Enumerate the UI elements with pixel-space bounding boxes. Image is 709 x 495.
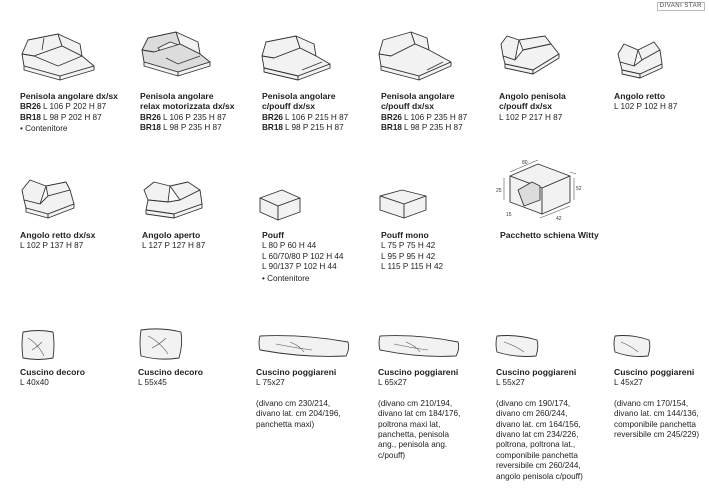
angolo-aperto-illustration xyxy=(143,181,203,219)
pouff-mono-illustration xyxy=(379,189,427,219)
brand-logo: DIVANI STAR xyxy=(656,2,705,11)
item-note: • Contenitore xyxy=(262,273,310,283)
dimension-row: L 102 P 102 H 87 xyxy=(614,102,678,112)
witty-dim-left: 25 xyxy=(496,188,502,194)
dimension-row: L 90/137 P 102 H 44 xyxy=(262,262,337,272)
angolo-retto-dxsx-illustration xyxy=(21,179,75,219)
item-angolo-penisola: Angolo penisola c/pouff dx/sx L 102 P 21… xyxy=(499,91,617,123)
dimension-row: L 102 P 137 H 87 xyxy=(20,241,84,251)
dimension-row: L 102 P 217 H 87 xyxy=(499,112,563,122)
item-title: Penisola angolare c/pouff dx/sx xyxy=(262,91,336,112)
item-cuscino-decoro-40: Cuscino decoro L 40x40 xyxy=(20,367,138,389)
penisola-pouff-long-illustration xyxy=(378,31,452,81)
item-cuscino-poggiareni-75: Cuscino poggiareni L 75x27 (divano cm 23… xyxy=(256,367,374,430)
pouff-illustration xyxy=(259,189,301,221)
cuscino-decoro-55-illustration xyxy=(139,328,183,360)
dimension-row: L 55x27 xyxy=(496,378,525,388)
item-title: Angolo penisola c/pouff dx/sx xyxy=(499,91,566,112)
item-angolo-retto-dxsx: Angolo retto dx/sx L 102 P 137 H 87 xyxy=(20,230,138,252)
witty-dim-small: 15 xyxy=(506,212,512,218)
dimension-row: L 40x40 xyxy=(20,378,49,388)
item-title: Cuscino decoro xyxy=(138,367,203,377)
item-penisola-relax: Penisola angolare relax motorizzata dx/s… xyxy=(140,91,258,134)
dimension-row: L 80 P 60 H 44 xyxy=(262,241,317,251)
witty-dim-top: 80 xyxy=(522,160,528,166)
item-title: Cuscino decoro xyxy=(20,367,85,377)
item-title: Pacchetto schiena Witty xyxy=(500,230,599,240)
item-angolo-retto: Angolo retto L 102 P 102 H 87 xyxy=(614,91,709,113)
cuscino-poggiareni-75-illustration xyxy=(258,335,350,357)
item-cuscino-poggiareni-45: Cuscino poggiareni L 45x27 (divano cm 17… xyxy=(614,367,709,440)
pacchetto-schiena-diagram: 80 52 25 42 15 xyxy=(496,159,582,222)
dimension-row: L 95 P 95 H 42 xyxy=(381,251,436,261)
dimension-row: L 75x27 xyxy=(256,378,285,388)
item-title: Penisola angolare dx/sx xyxy=(20,91,118,101)
item-pacchetto-schiena: Pacchetto schiena Witty xyxy=(500,230,618,240)
item-title: Angolo retto dx/sx xyxy=(20,230,96,240)
item-compatibility: (divano cm 190/174, divano cm 260/244, d… xyxy=(496,398,583,481)
item-title: Pouff mono xyxy=(381,230,429,240)
dimension-row: L 55x45 xyxy=(138,378,167,388)
dimension-row: L 60/70/80 P 102 H 44 xyxy=(262,251,344,261)
item-title: Angolo retto xyxy=(614,91,666,101)
item-pouff-mono: Pouff mono L 75 P 75 H 42 L 95 P 95 H 42… xyxy=(381,230,499,273)
dimension-row: L 45x27 xyxy=(614,378,643,388)
angolo-retto-illustration xyxy=(617,41,663,79)
item-compatibility: (divano cm 230/214, divano lat. cm 204/1… xyxy=(256,398,341,429)
witty-dim-bottom: 42 xyxy=(556,216,562,222)
item-title: Penisola angolare c/pouff dx/sx xyxy=(381,91,455,112)
item-pouff: Pouff L 80 P 60 H 44 L 60/70/80 P 102 H … xyxy=(262,230,380,284)
item-title: Angolo aperto xyxy=(142,230,201,240)
dimension-row: L 115 P 115 H 42 xyxy=(381,262,444,272)
witty-dim-right: 52 xyxy=(576,186,582,192)
cuscino-poggiareni-65-illustration xyxy=(378,335,460,357)
dimension-row: L 127 P 127 H 87 xyxy=(142,241,206,251)
item-compatibility: (divano cm 170/154, divano lat. cm 144/1… xyxy=(614,398,700,440)
cuscino-poggiareni-45-illustration xyxy=(613,335,651,357)
item-title: Cuscino poggiareni xyxy=(256,367,337,377)
penisola-pouff-illustration xyxy=(261,35,331,81)
item-compatibility: (divano cm 210/194, divano lat cm 184/17… xyxy=(378,398,461,460)
dimension-row: L 65x27 xyxy=(378,378,407,388)
penisola-relax-illustration xyxy=(141,31,211,77)
item-title: Cuscino poggiareni xyxy=(614,367,695,377)
item-angolo-aperto: Angolo aperto L 127 P 127 H 87 xyxy=(142,230,260,252)
cuscino-decoro-40-illustration xyxy=(21,330,55,360)
item-cuscino-poggiareni-65: Cuscino poggiareni L 65x27 (divano cm 21… xyxy=(378,367,496,461)
penisola-angolare-illustration xyxy=(21,33,95,81)
angolo-penisola-illustration xyxy=(500,35,560,75)
item-note: • Contenitore xyxy=(20,124,68,134)
item-cuscino-poggiareni-55: Cuscino poggiareni L 55x27 (divano cm 19… xyxy=(496,367,614,482)
dimension-row: L 75 P 75 H 42 xyxy=(381,241,436,251)
item-title: Cuscino poggiareni xyxy=(496,367,577,377)
item-title: Pouff xyxy=(262,230,284,240)
item-title: Cuscino poggiareni xyxy=(378,367,459,377)
item-cuscino-decoro-55: Cuscino decoro L 55x45 xyxy=(138,367,256,389)
item-title: Penisola angolare relax motorizzata dx/s… xyxy=(140,91,235,112)
cuscino-poggiareni-55-illustration xyxy=(495,335,539,357)
